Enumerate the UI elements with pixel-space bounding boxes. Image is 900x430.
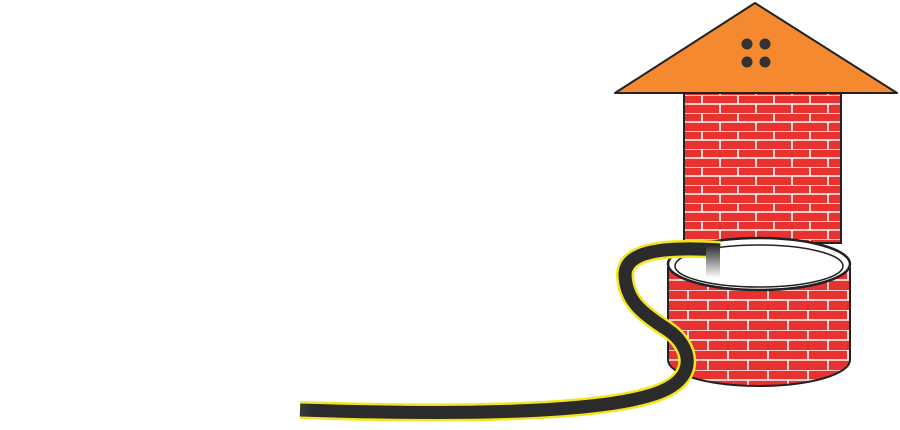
chimney-tower: [683, 92, 842, 244]
ventilation-dots-icon: [741, 38, 771, 68]
roof-icon: [614, 2, 898, 94]
hose-pipe: [100, 239, 721, 427]
